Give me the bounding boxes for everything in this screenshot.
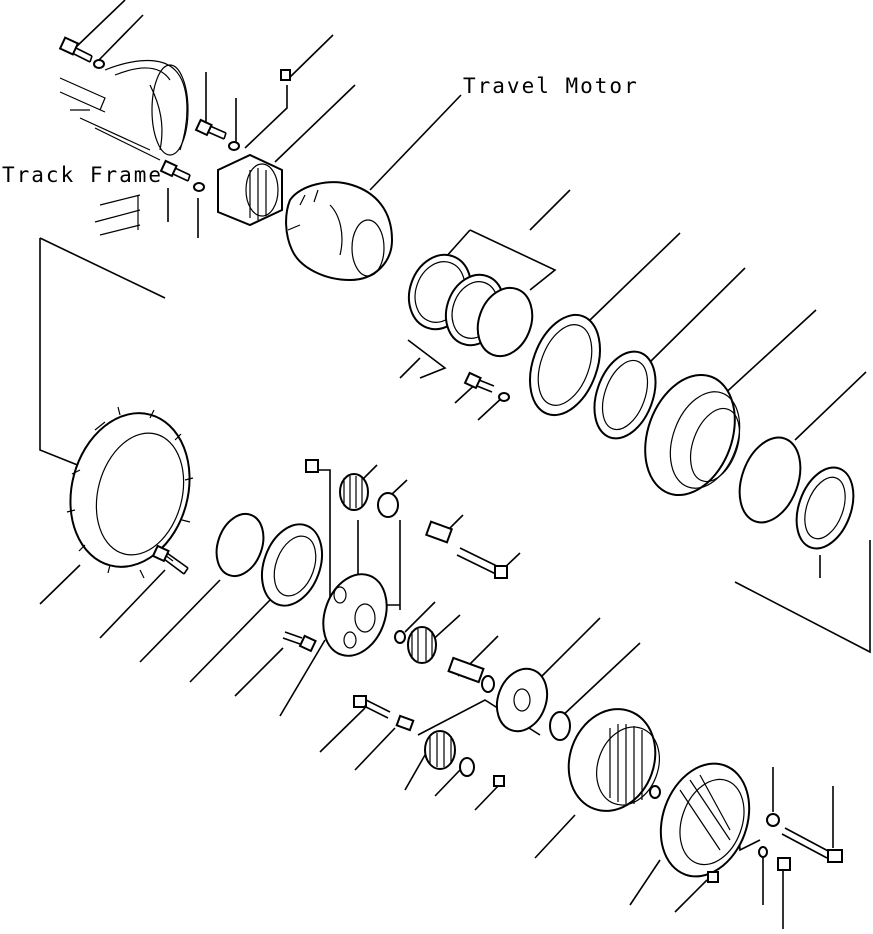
leader-line bbox=[445, 230, 470, 258]
shaft bbox=[426, 522, 451, 543]
nut bbox=[778, 858, 790, 870]
washer bbox=[395, 631, 405, 643]
leader-line bbox=[190, 600, 270, 682]
leader-line bbox=[470, 230, 555, 290]
leader-line bbox=[408, 340, 445, 378]
leader-line bbox=[100, 570, 165, 638]
washer bbox=[194, 183, 204, 191]
shaft bbox=[449, 658, 494, 692]
leader-line bbox=[405, 602, 435, 632]
plug bbox=[708, 872, 718, 882]
leader-line bbox=[75, 0, 125, 48]
bolt bbox=[283, 632, 316, 651]
leader-line bbox=[535, 815, 575, 858]
leader-line bbox=[140, 580, 220, 662]
leader-line bbox=[795, 372, 866, 440]
track-frame-label: Track Frame bbox=[2, 163, 164, 187]
pin bbox=[397, 716, 414, 730]
leader-line bbox=[650, 268, 745, 362]
bolt bbox=[354, 696, 390, 718]
leader-line bbox=[235, 648, 283, 696]
gear bbox=[425, 731, 455, 769]
washer bbox=[229, 142, 239, 150]
mount-bracket bbox=[218, 155, 282, 225]
bushing bbox=[378, 493, 398, 517]
bolt bbox=[60, 38, 92, 62]
leader-line bbox=[400, 358, 420, 378]
gear bbox=[340, 474, 368, 510]
leader-line bbox=[40, 238, 165, 298]
o-ring bbox=[208, 507, 271, 582]
bearing-ring bbox=[251, 516, 332, 614]
leader-line bbox=[530, 190, 570, 230]
floating-seal bbox=[399, 246, 542, 364]
leader-line bbox=[287, 35, 333, 80]
bolt bbox=[457, 548, 507, 578]
leader-line bbox=[675, 880, 707, 912]
leader-line bbox=[320, 708, 365, 752]
bearing-ring bbox=[786, 460, 864, 557]
leader-line bbox=[275, 85, 355, 162]
travel-motor bbox=[286, 182, 392, 280]
plug bbox=[281, 70, 290, 80]
washer bbox=[767, 814, 779, 826]
leader-line bbox=[355, 728, 395, 770]
travel-motor-label: Travel Motor bbox=[463, 74, 639, 98]
bolt bbox=[196, 120, 226, 139]
bolt bbox=[153, 546, 188, 574]
leader-line bbox=[280, 640, 325, 716]
ball bbox=[650, 786, 660, 798]
ball bbox=[759, 847, 767, 857]
track-frame bbox=[60, 61, 188, 235]
hub-housing bbox=[629, 362, 752, 507]
bolt bbox=[161, 161, 190, 181]
bearing-ring bbox=[517, 305, 613, 425]
leader-line bbox=[40, 238, 80, 466]
leader-line bbox=[630, 860, 660, 905]
sprocket bbox=[54, 400, 206, 581]
washer bbox=[499, 393, 509, 401]
leader-line bbox=[40, 565, 80, 604]
leader-line bbox=[318, 470, 330, 610]
nut bbox=[306, 460, 318, 472]
leader-line bbox=[735, 540, 870, 652]
bolt bbox=[465, 373, 494, 392]
leader-lines bbox=[40, 0, 870, 929]
leader-line bbox=[97, 15, 143, 62]
snap-ring bbox=[550, 712, 570, 740]
planet-carrier bbox=[312, 565, 397, 664]
leader-line bbox=[720, 310, 816, 398]
leader-line bbox=[370, 95, 461, 190]
ring-gear bbox=[555, 697, 670, 823]
leader-line bbox=[590, 233, 680, 320]
planet-carrier bbox=[489, 662, 556, 739]
bearing-ring bbox=[583, 343, 666, 447]
leader-line bbox=[475, 784, 500, 810]
bolt bbox=[782, 828, 842, 862]
leader-line bbox=[435, 770, 460, 796]
leader-line bbox=[245, 85, 287, 148]
cover-gear bbox=[646, 751, 765, 889]
leader-line bbox=[405, 755, 425, 790]
o-ring bbox=[729, 429, 812, 531]
washer bbox=[94, 60, 104, 68]
leader-line bbox=[540, 618, 600, 678]
bushing bbox=[460, 758, 474, 776]
leader-line bbox=[560, 643, 640, 718]
plug bbox=[494, 776, 504, 786]
gear bbox=[408, 627, 436, 663]
